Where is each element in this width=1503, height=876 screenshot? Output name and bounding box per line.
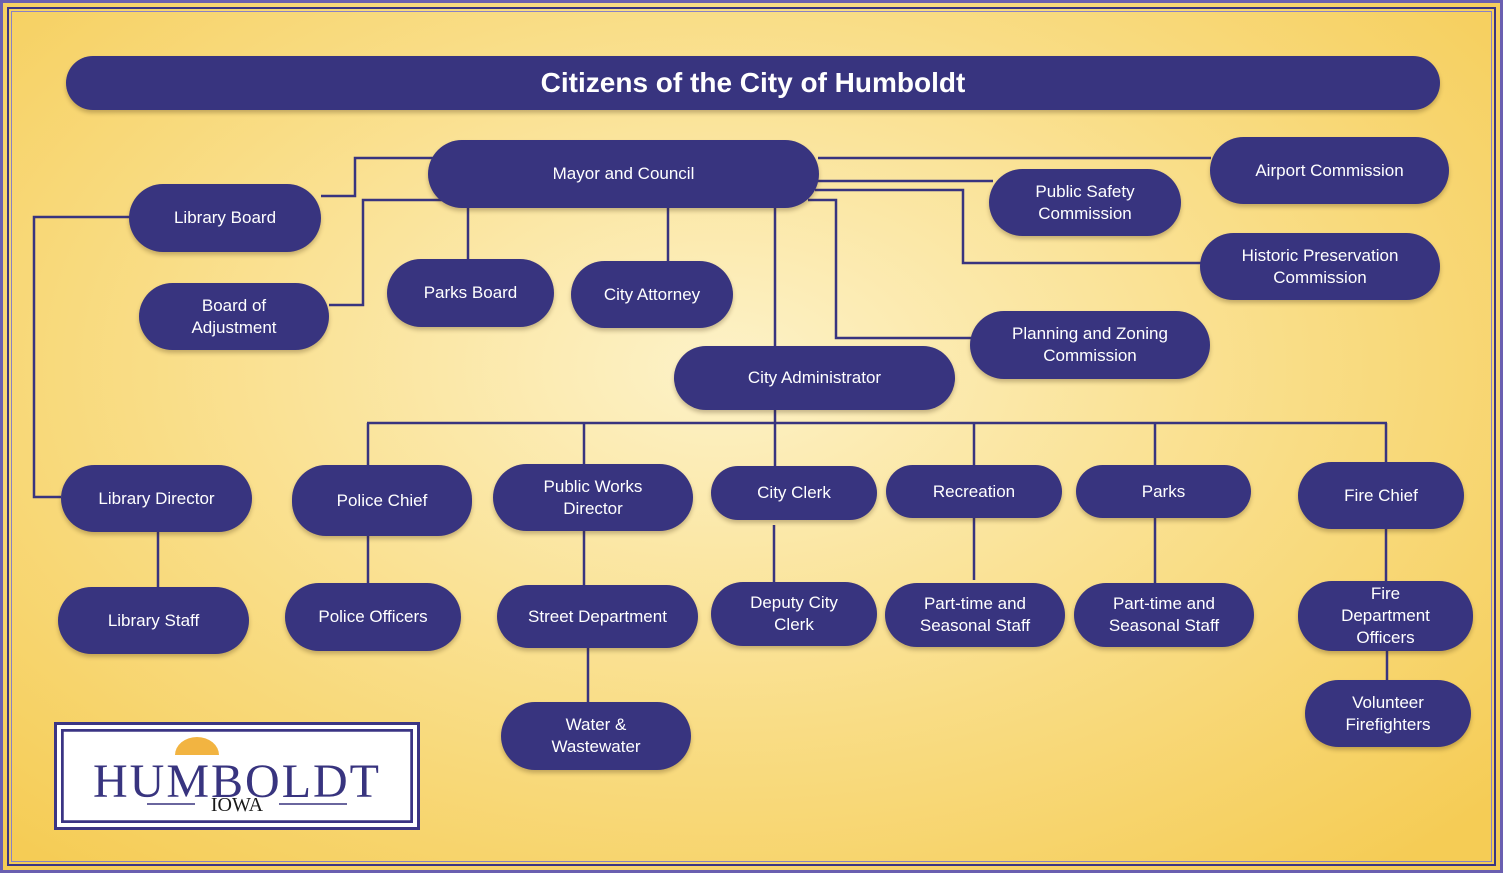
node-water-wastewater: Water & Wastewater (501, 702, 691, 770)
connector-mayor-library-board (321, 156, 433, 198)
node-police-chief: Police Chief (292, 465, 472, 536)
svg-text:HUMBOLDT: HUMBOLDT (93, 755, 381, 808)
connector-mayor-planning (808, 198, 971, 340)
node-parks: Parks (1076, 465, 1251, 518)
humboldt-logo: HUMBOLDT IOWA (54, 722, 420, 830)
node-deputy-city-clerk: Deputy City Clerk (711, 582, 877, 646)
node-public-works-director: Public Works Director (493, 464, 693, 531)
node-city-attorney: City Attorney (571, 261, 733, 328)
node-board-of-adjustment: Board of Adjustment (139, 283, 329, 350)
node-recreation: Recreation (886, 465, 1062, 518)
node-fire-chief: Fire Chief (1298, 462, 1464, 529)
node-parks-staff: Part-time and Seasonal Staff (1074, 583, 1254, 647)
node-mayor-council: Mayor and Council (428, 140, 819, 208)
node-library-director: Library Director (61, 465, 252, 532)
connector-mayor-board-adjustment (329, 198, 443, 307)
citizens-title: Citizens of the City of Humboldt (66, 56, 1440, 110)
connector-mayor-historic (815, 188, 1201, 265)
node-historic-preservation-commission: Historic Preservation Commission (1200, 233, 1440, 300)
node-city-administrator: City Administrator (674, 346, 955, 410)
node-volunteer-firefighters: Volunteer Firefighters (1305, 680, 1471, 747)
node-library-staff: Library Staff (58, 587, 249, 654)
node-library-board: Library Board (129, 184, 321, 252)
node-city-clerk: City Clerk (711, 466, 877, 520)
node-recreation-staff: Part-time and Seasonal Staff (885, 583, 1065, 647)
node-fire-department-officers: Fire Department Officers (1298, 581, 1473, 651)
node-street-department: Street Department (497, 585, 698, 648)
node-parks-board: Parks Board (387, 259, 554, 327)
connector-library-board-director (32, 215, 130, 499)
svg-text:IOWA: IOWA (211, 794, 264, 816)
node-public-safety-commission: Public Safety Commission (989, 169, 1181, 236)
node-airport-commission: Airport Commission (1210, 137, 1449, 204)
node-planning-zoning-commission: Planning and Zoning Commission (970, 311, 1210, 379)
humboldt-logo-mark: HUMBOLDT IOWA (62, 730, 412, 822)
node-police-officers: Police Officers (285, 583, 461, 651)
connector-lines (32, 156, 1389, 703)
